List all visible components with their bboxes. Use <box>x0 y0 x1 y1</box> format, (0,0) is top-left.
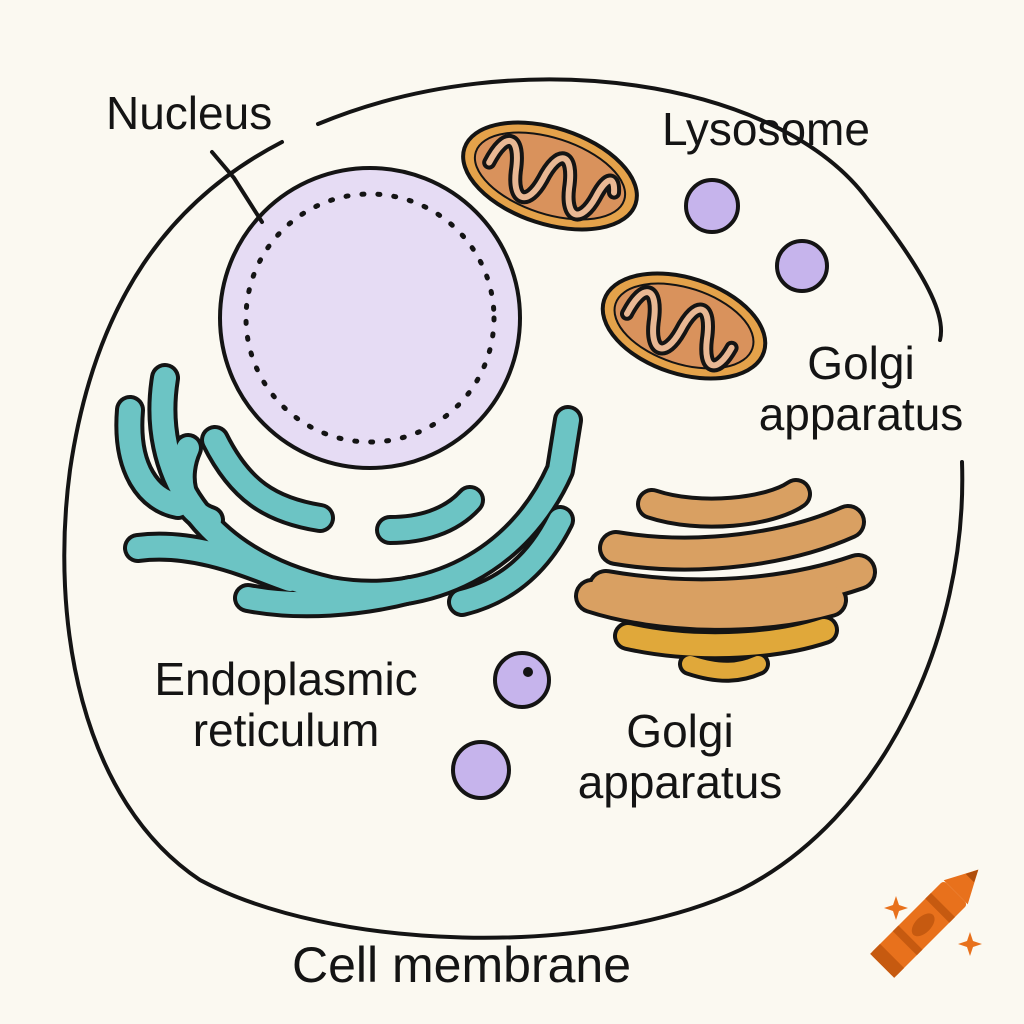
nucleus <box>218 166 522 470</box>
golgi-label-top: Golgi apparatus <box>730 338 992 439</box>
lysosome-3 <box>493 651 551 709</box>
er-label-line2: reticulum <box>192 703 380 756</box>
er-label-line1: Endoplasmic <box>154 653 418 705</box>
lysosome-4 <box>451 740 511 800</box>
lysosome-1 <box>684 178 740 234</box>
golgi-label-bottom: Golgi apparatus <box>550 706 810 807</box>
endoplasmic-reticulum <box>114 363 583 619</box>
golgi-label-top-line2: apparatus <box>758 387 964 440</box>
cell-membrane <box>62 77 965 940</box>
cell-membrane-label: Cell membrane <box>292 937 632 993</box>
golgi-label-top-line1: Golgi <box>807 337 915 389</box>
crayon-icon <box>870 869 979 978</box>
nucleus-leader-line <box>210 150 264 224</box>
golgi-label-bottom-line2: apparatus <box>577 755 783 808</box>
sparkle-icon <box>884 896 908 920</box>
mitochondrion-top <box>461 120 639 232</box>
sparkle-icon <box>958 932 982 956</box>
er-label: Endoplasmic reticulum <box>126 654 446 755</box>
golgi-label-bottom-line1: Golgi <box>626 705 734 757</box>
nucleus-label: Nucleus <box>106 87 273 139</box>
lysosome-2 <box>775 239 829 293</box>
mitochondrion-middle <box>600 271 768 381</box>
golgi-apparatus <box>574 478 877 683</box>
lysosome-label: Lysosome <box>662 103 870 155</box>
